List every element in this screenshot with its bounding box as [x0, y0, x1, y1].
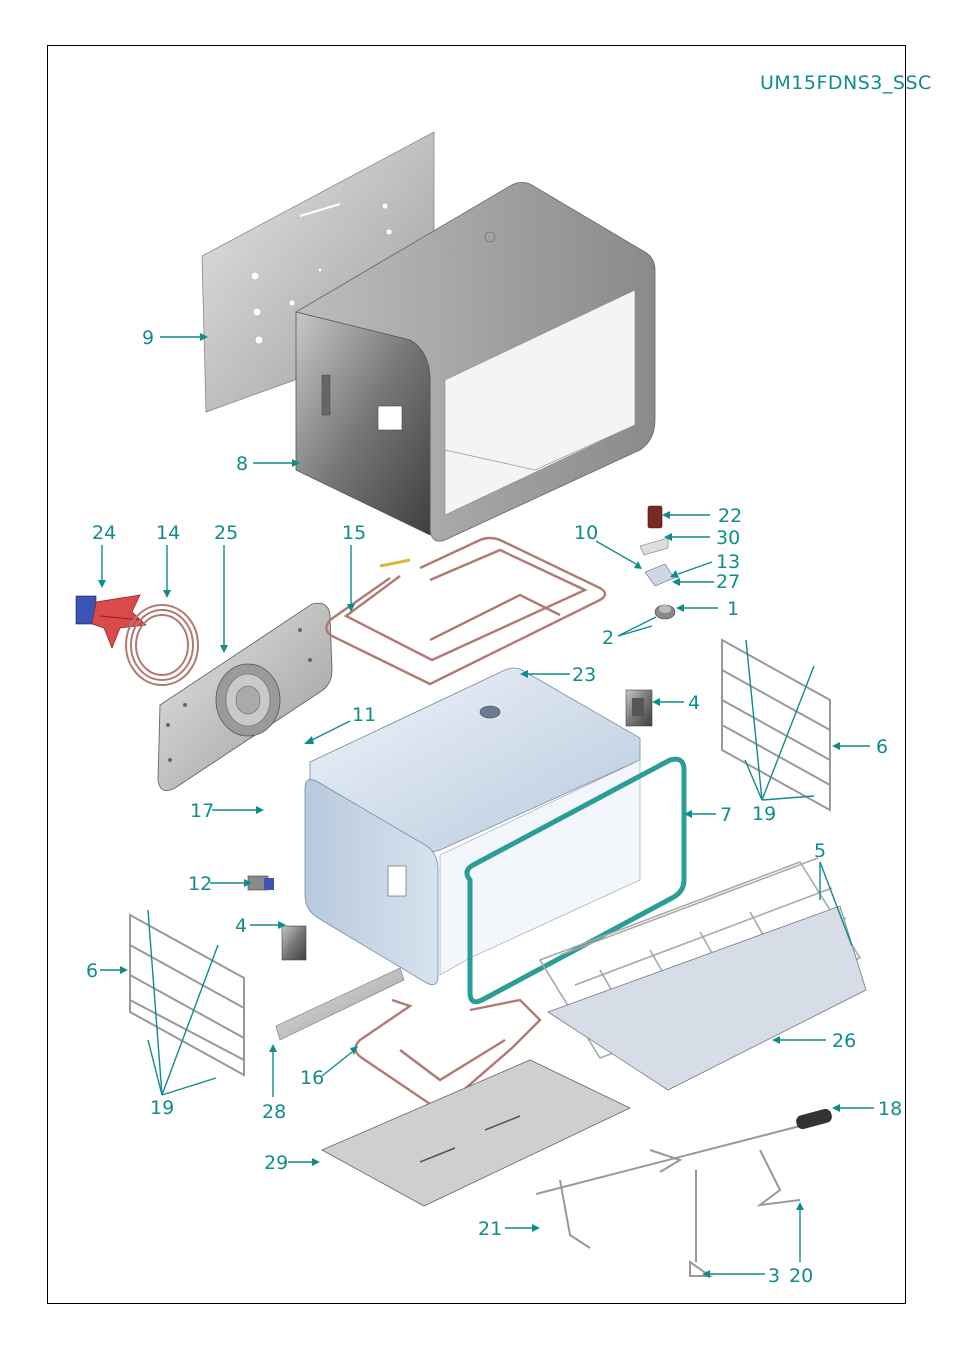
fan-cover-plate-part [157, 602, 333, 792]
callout-4-right: 4 [688, 692, 700, 714]
model-code: UM15FDNS3_SSC [760, 72, 932, 94]
callout-16: 16 [300, 1067, 324, 1089]
callout-25: 25 [214, 522, 238, 544]
callout-13: 13 [716, 551, 740, 573]
callout-20: 20 [789, 1265, 813, 1287]
callout-19-left: 19 [150, 1097, 174, 1119]
callout-10: 10 [574, 522, 598, 544]
lamp-holder-part [654, 604, 676, 620]
callout-24: 24 [92, 522, 116, 544]
side-rack-right-part [721, 638, 831, 812]
switch-plate-part [644, 563, 675, 587]
callout-labels: 1 2 3 4 4 5 6 6 7 8 9 10 11 12 13 14 15 … [86, 327, 902, 1287]
side-rack-left-part [129, 913, 245, 1077]
mounting-bracket-part [639, 537, 669, 556]
outer-casing-part [294, 182, 656, 542]
inner-cavity-part [304, 667, 641, 986]
callout-23: 23 [572, 664, 596, 686]
callout-8: 8 [236, 453, 248, 475]
leader-lines [98, 333, 874, 1278]
callout-2: 2 [602, 627, 614, 649]
door-strip-part [275, 967, 405, 1041]
rotisserie-handle-part [796, 1108, 832, 1130]
callout-1: 1 [727, 598, 739, 620]
drawing-frame [47, 45, 906, 1304]
door-seal-part [464, 756, 687, 1005]
callout-30: 30 [716, 527, 740, 549]
callout-3: 3 [768, 1265, 780, 1287]
callout-17: 17 [190, 800, 214, 822]
callout-11: 11 [352, 704, 376, 726]
callout-19-right: 19 [752, 803, 776, 825]
callout-21: 21 [478, 1218, 502, 1240]
top-heating-element-part [325, 536, 607, 686]
lamp-cover-left-part [281, 925, 307, 961]
callout-26: 26 [832, 1030, 856, 1052]
callout-6-right: 6 [876, 736, 888, 758]
callout-6-left: 6 [86, 960, 98, 982]
lamp-cover-right-part [625, 689, 653, 727]
callout-14: 14 [156, 522, 180, 544]
thermostat-knob-part [647, 505, 663, 529]
callout-18: 18 [878, 1098, 902, 1120]
callout-27: 27 [716, 571, 740, 593]
callout-7: 7 [720, 804, 732, 826]
callout-5: 5 [814, 840, 826, 862]
callout-4-left: 4 [235, 915, 247, 937]
baking-tray-part [547, 905, 867, 1091]
circular-heating-element-part [125, 604, 199, 686]
fan-motor-part [75, 594, 147, 649]
callout-22: 22 [718, 505, 742, 527]
rotisserie-part [535, 1125, 801, 1277]
callout-12: 12 [188, 873, 212, 895]
crumb-tray-part [321, 1059, 631, 1207]
callout-15: 15 [342, 522, 366, 544]
callout-9: 9 [142, 327, 154, 349]
callout-28: 28 [262, 1101, 286, 1123]
callout-29: 29 [264, 1152, 288, 1174]
